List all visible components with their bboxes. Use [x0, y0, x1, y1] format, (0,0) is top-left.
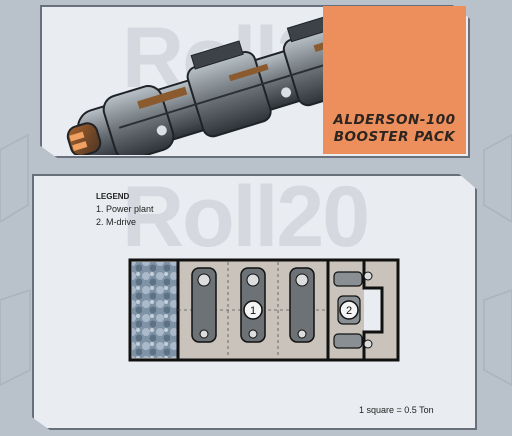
marker-2-circle	[339, 300, 359, 320]
marker-1-label: 1	[250, 305, 256, 317]
title-panel: ALDERSON-100 BOOSTER PACK	[323, 6, 466, 154]
marker-2-label: 2	[346, 305, 352, 317]
legend-title: LEGEND	[96, 192, 130, 201]
scale-note: 1 square = 0.5 Ton	[359, 405, 434, 415]
watermark-text-2: Roll20	[122, 169, 370, 265]
armor-section	[132, 262, 178, 358]
legend: LEGEND 1. Power plant 2. M-drive	[96, 190, 154, 229]
legend-item-m-drive: 2. M-drive	[96, 217, 137, 227]
power-plant-module-3	[289, 267, 315, 343]
marker-1-circle	[243, 300, 263, 320]
deck-plan: 1 2	[128, 258, 400, 362]
legend-item-power-plant: 1. Power plant	[96, 204, 154, 214]
ship-title: ALDERSON-100 BOOSTER PACK	[333, 112, 456, 145]
power-plant-module-1	[191, 267, 217, 343]
